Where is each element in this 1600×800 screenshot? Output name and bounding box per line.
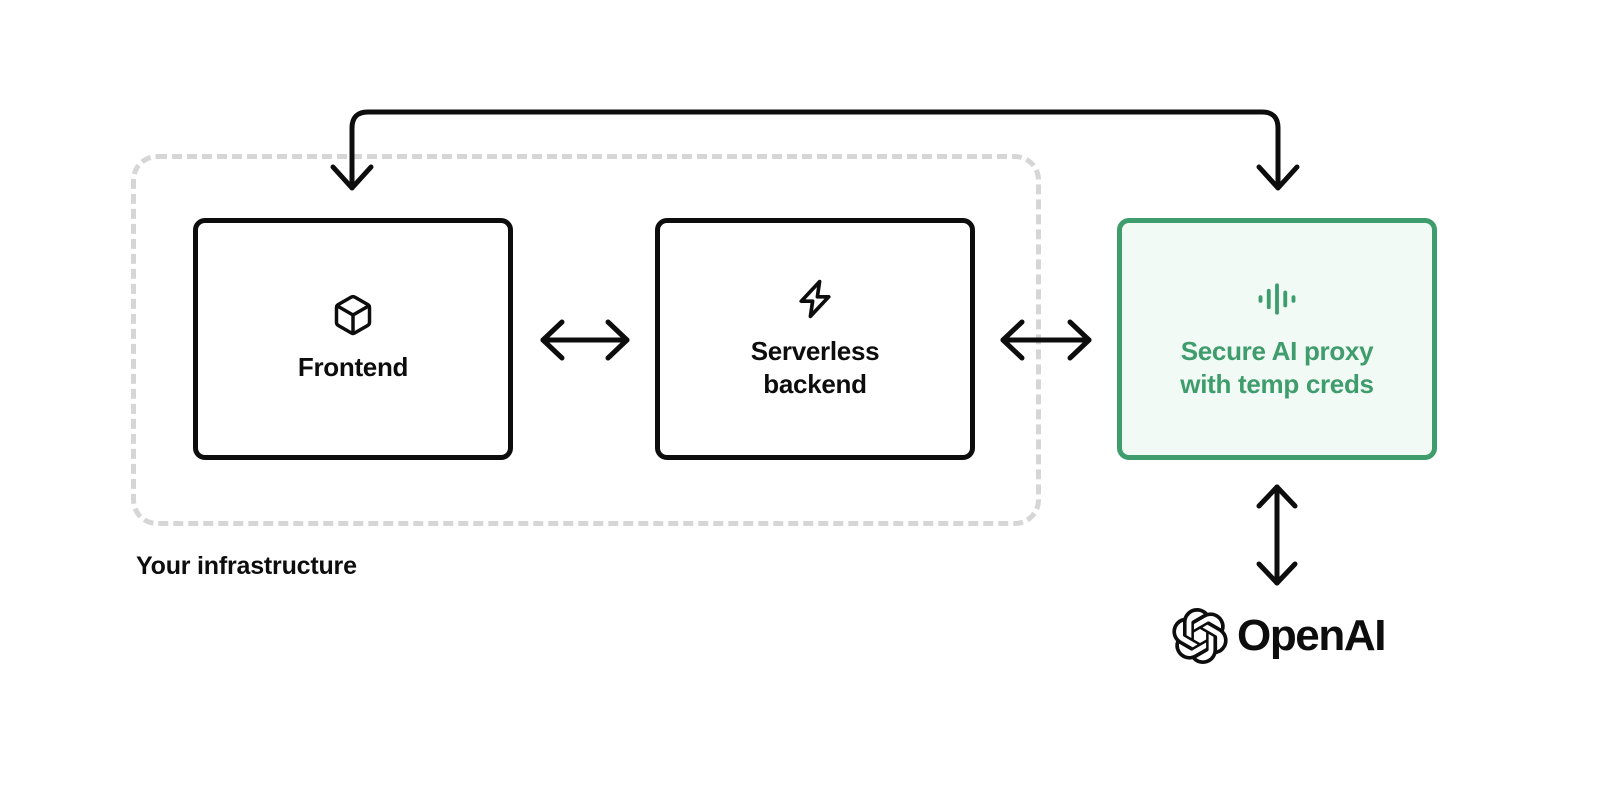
node-frontend-label: Frontend [297, 352, 409, 383]
openai-wordmark: OpenAI [1237, 611, 1386, 660]
node-frontend[interactable]: Frontend [193, 218, 513, 460]
node-secure-ai-proxy[interactable]: Secure AI proxy with temp creds [1117, 218, 1437, 460]
audio-waveform-icon [1255, 277, 1299, 321]
lightning-bolt-icon [793, 277, 837, 321]
openai-service: OpenAI [1172, 608, 1386, 665]
node-serverless-backend[interactable]: Serverless backend [655, 218, 975, 460]
your-infrastructure-label: Your infrastructure [136, 552, 357, 580]
node-secure-ai-proxy-label: Secure AI proxy with temp creds [1180, 335, 1374, 399]
node-serverless-backend-label: Serverless backend [750, 335, 880, 399]
connector-proxy-openai [1256, 484, 1298, 586]
cube-icon [331, 293, 375, 337]
openai-logo-icon [1172, 608, 1228, 665]
